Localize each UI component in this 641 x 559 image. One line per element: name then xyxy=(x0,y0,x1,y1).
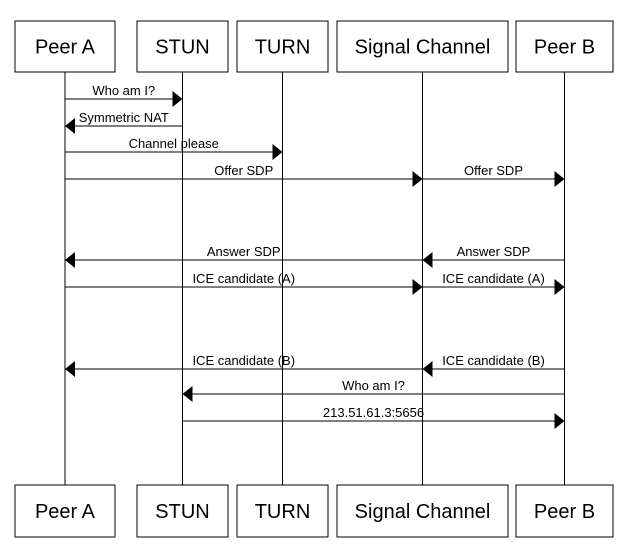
actor-label: TURN xyxy=(255,501,311,523)
arrowhead-icon xyxy=(182,386,193,402)
message-peer-a-to-turn: Channel please xyxy=(65,136,283,160)
actor-turn-bottom: TURN xyxy=(236,484,329,538)
arrowhead-icon xyxy=(172,91,183,107)
message-label: ICE candidate (A) xyxy=(192,271,295,286)
actor-box xyxy=(136,484,229,538)
message-label: Who am I? xyxy=(342,378,405,393)
message-label: Symmetric NAT xyxy=(79,110,169,125)
actor-label: STUN xyxy=(155,37,209,59)
message-peer-b-to-signal-channel: ICE candidate (B) xyxy=(422,353,565,377)
message-peer-a-to-signal-channel: ICE candidate (A) xyxy=(65,271,423,295)
actor-label: TURN xyxy=(255,37,311,59)
actor-signal-channel-top: Signal Channel xyxy=(336,20,509,73)
actor-label: Peer B xyxy=(534,501,595,523)
actor-label: Signal Channel xyxy=(355,501,491,523)
message-label: ICE candidate (A) xyxy=(442,271,545,286)
actor-peer-b-bottom: Peer B xyxy=(515,484,614,538)
message-stun-to-peer-a: Symmetric NAT xyxy=(65,110,183,134)
actor-peer-a-bottom: Peer A xyxy=(14,484,116,538)
message-label: Offer SDP xyxy=(214,163,273,178)
message-label: Channel please xyxy=(129,136,219,151)
message-label: Answer SDP xyxy=(207,244,281,259)
message-signal-channel-to-peer-a: ICE candidate (B) xyxy=(65,353,423,377)
arrowhead-icon xyxy=(412,171,423,187)
actor-signal-channel-bottom: Signal Channel xyxy=(336,484,509,538)
actor-box xyxy=(515,484,614,538)
actor-peer-a-top: Peer A xyxy=(14,20,116,73)
message-signal-channel-to-peer-a: Answer SDP xyxy=(65,244,423,268)
message-peer-a-to-signal-channel: Offer SDP xyxy=(65,163,423,187)
arrowhead-icon xyxy=(422,252,433,268)
actor-box xyxy=(336,484,509,538)
actor-stun-bottom: STUN xyxy=(136,484,229,538)
actor-box xyxy=(14,484,116,538)
actor-box xyxy=(336,20,509,73)
message-signal-channel-to-peer-b: Offer SDP xyxy=(422,163,565,187)
arrowhead-icon xyxy=(65,118,75,134)
actor-box xyxy=(515,20,614,73)
message-label: Offer SDP xyxy=(464,163,523,178)
arrowhead-icon xyxy=(554,171,565,187)
actor-stun-top: STUN xyxy=(136,20,229,73)
message-peer-b-to-signal-channel: Answer SDP xyxy=(422,244,565,268)
message-peer-a-to-stun: Who am I? xyxy=(65,83,183,107)
message-label: ICE candidate (B) xyxy=(442,353,545,368)
message-label: 213.51.61.3:5656 xyxy=(323,405,424,420)
arrowhead-icon xyxy=(272,144,283,160)
message-peer-b-to-stun: Who am I? xyxy=(182,378,565,402)
arrowhead-icon xyxy=(422,361,433,377)
message-label: ICE candidate (B) xyxy=(192,353,295,368)
actor-label: Peer B xyxy=(534,37,595,59)
arrowhead-icon xyxy=(65,252,75,268)
arrowhead-icon xyxy=(554,413,565,429)
actor-box xyxy=(14,20,116,73)
message-stun-to-peer-b: 213.51.61.3:5656 xyxy=(182,405,565,429)
actor-peer-b-top: Peer B xyxy=(515,20,614,73)
actor-label: Peer A xyxy=(35,37,96,59)
actor-turn-top: TURN xyxy=(236,20,329,73)
arrowhead-icon xyxy=(412,279,423,295)
actor-box xyxy=(136,20,229,73)
actor-box xyxy=(236,484,329,538)
actor-label: STUN xyxy=(155,501,209,523)
actor-label: Peer A xyxy=(35,501,96,523)
arrowhead-icon xyxy=(554,279,565,295)
message-signal-channel-to-peer-b: ICE candidate (A) xyxy=(422,271,565,295)
message-label: Who am I? xyxy=(92,83,155,98)
actor-box xyxy=(236,20,329,73)
actor-label: Signal Channel xyxy=(355,37,491,59)
message-label: Answer SDP xyxy=(457,244,531,259)
arrowhead-icon xyxy=(65,361,75,377)
